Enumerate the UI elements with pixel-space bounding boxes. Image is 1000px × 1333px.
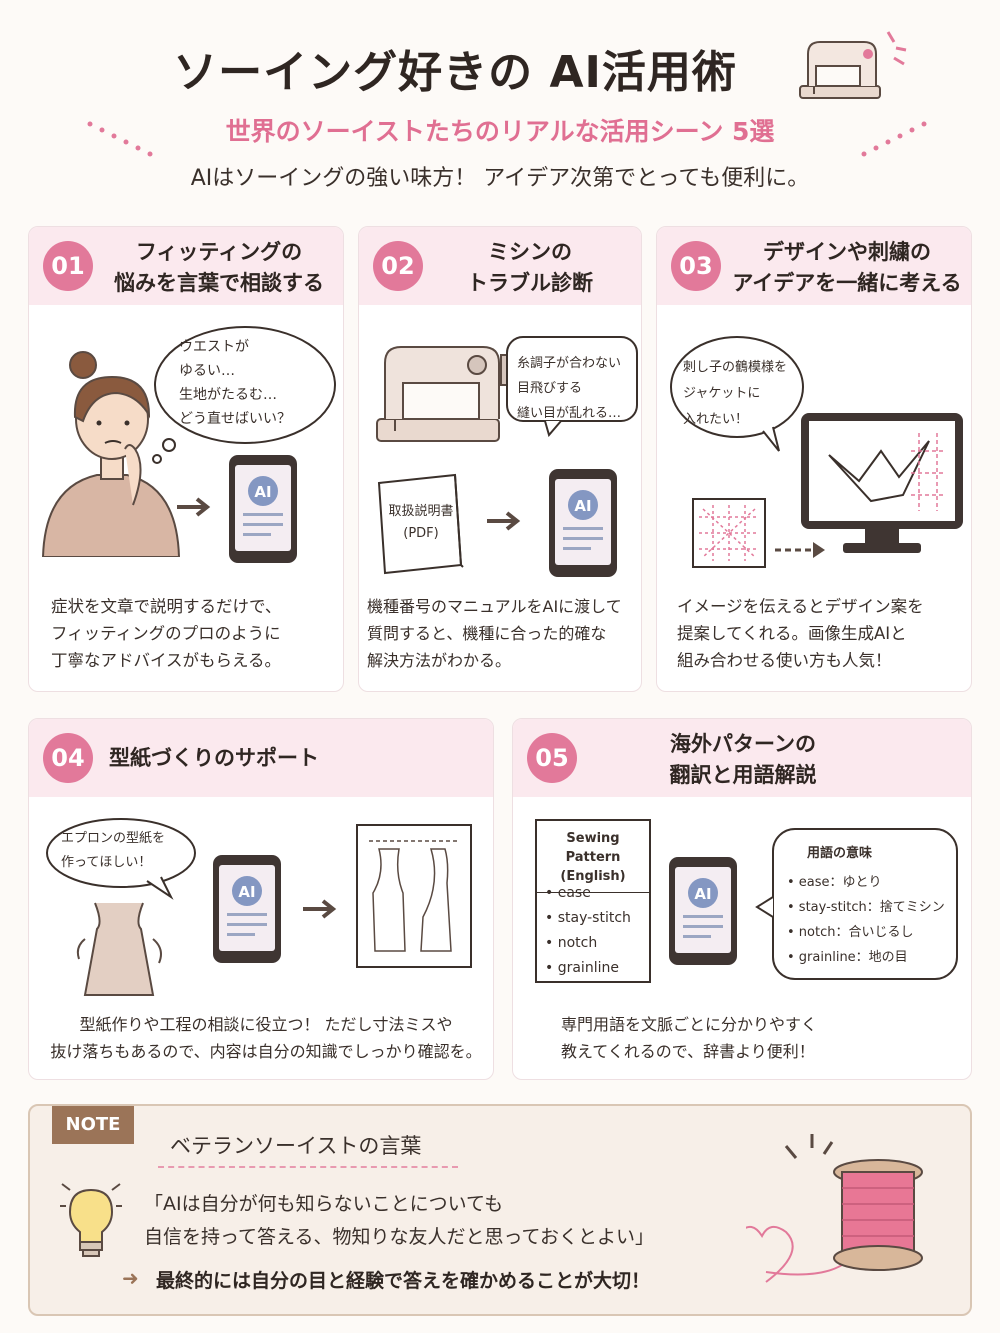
woman-thinking-icon: [41, 351, 181, 557]
subtitle: 世界のソーイストたちのリアルな活用シーン 5選: [225, 117, 775, 146]
svg-text:AI: AI: [238, 883, 255, 901]
card-header: 03 デザインや刺繍のアイデアを一緒に考える: [657, 227, 971, 305]
speech-bubble: [506, 336, 638, 437]
card-description: 症状を文章で説明するだけで、フィッティングのプロのように丁寧なアドバイスがもらえ…: [51, 597, 282, 670]
bubble-text: 糸調子が合わない目飛びする縫い目が乱れる…: [517, 356, 622, 421]
speech-bubble: [46, 818, 196, 900]
term-meanings: 用語の意味 • ease：ゆとり• stay-stitch：捨てミシン• not…: [787, 846, 945, 965]
card-02: 02 ミシンのトラブル診断 糸調子が合わない目飛びする縫い目が乱れる… 取扱説明…: [358, 226, 642, 692]
bubble-text: 刺し子の鶴模様をジャケットに入れたい！: [683, 360, 788, 427]
card-description: イメージを伝えるとデザイン案を提案してくれる。画像生成AIと組み合わせる使い方も…: [677, 597, 924, 670]
note-tag: NOTE: [52, 1106, 134, 1144]
speech-bubble: [152, 326, 336, 464]
svg-text:AI: AI: [574, 497, 591, 515]
sewing-machine-icon: [376, 346, 510, 442]
smartphone-ai-icon: AI: [229, 455, 297, 563]
bubble-text: エプロンの型紙を作ってほしい！: [61, 831, 166, 870]
card-title: ミシンのトラブル診断: [467, 240, 593, 295]
card-number: 04: [43, 733, 93, 783]
note-heading: ベテランソーイストの言葉: [170, 1134, 422, 1158]
arrow-right-icon: [177, 497, 211, 517]
decor-dots-right: [861, 121, 927, 157]
card-number: 02: [373, 241, 423, 291]
lead-text: AIはソーイングの強い味方！ アイデア次第でとっても便利に。: [190, 166, 810, 191]
card-title: 型紙づくりのサポート: [109, 746, 319, 770]
card-header: 05 海外パターンの翻訳と用語解説: [513, 719, 971, 797]
card-05: 05 海外パターンの翻訳と用語解説 Sewing Pattern(English…: [512, 718, 972, 1080]
thread-spool-icon: [746, 1134, 923, 1283]
manual-book-icon: [377, 473, 464, 575]
speech-bubble: [670, 336, 804, 452]
pattern-sheet-title: Sewing Pattern(English): [537, 829, 649, 893]
card-03: 03 デザインや刺繍のアイデアを一緒に考える 刺し子の鶴模様をジャケットに入れた…: [656, 226, 972, 692]
svg-text:AI: AI: [694, 885, 711, 903]
note-box: NOTE ベテランソーイストの言葉 「AIは自分が何も知らないことについても自信…: [28, 1104, 972, 1316]
apron-icon: [76, 902, 162, 996]
speech-bubble: [755, 828, 958, 980]
pattern-terms: • ease• stay-stitch• notch• grainline: [545, 885, 631, 976]
card-04: 04 型紙づくりのサポート エプロンの型紙を作ってほしい！ AI 型紙作りや工程…: [28, 718, 494, 1080]
card-description: 機種番号のマニュアルをAIに渡して質問すると、機種に合った的確な解決方法がわかる…: [367, 597, 622, 670]
card-header: 02 ミシンのトラブル診断: [359, 227, 641, 305]
pattern-paper-icon: [356, 824, 472, 968]
dashed-arrow-icon: [775, 542, 825, 558]
card-01: 01 フィッティングの悩みを言葉で相談する ウエストがゆるい…生地がたるむ…どう…: [28, 226, 344, 692]
card-title: フィッティングの悩みを言葉で相談する: [114, 240, 324, 295]
arrow-right-icon: [487, 511, 521, 531]
note-divider: [158, 1166, 458, 1168]
decor-dots-left: [87, 121, 153, 157]
sewing-machine-icon: [799, 31, 907, 99]
card-header: 01 フィッティングの悩みを言葉で相談する: [29, 227, 343, 305]
arrow-right-icon: [303, 899, 337, 919]
card-description: 型紙作りや工程の相談に役立つ！ ただし寸法ミスや抜け落ちもあるので、内容は自分の…: [50, 1015, 482, 1061]
note-conclusion: 最終的には自分の目と経験で答えを確かめることが大切！: [156, 1270, 651, 1292]
card-number: 03: [671, 241, 721, 291]
monitor-crane-icon: [801, 413, 963, 553]
sashiko-pattern-icon: [692, 498, 766, 568]
card-number: 05: [527, 733, 577, 783]
note-quote: 「AIは自分が何も知らないことについても自信を持って答える、物知りな友人だと思っ…: [144, 1193, 654, 1248]
card-description: 専門用語を文脈ごとに分かりやすく教えてくれるので、辞書より便利！: [561, 1015, 818, 1061]
page-title: ソーイング好きの AI活用術: [173, 47, 737, 98]
smartphone-ai-icon: AI: [549, 469, 617, 577]
card-header: 04 型紙づくりのサポート: [29, 719, 493, 797]
card-number: 01: [43, 241, 93, 291]
card-title: 海外パターンの翻訳と用語解説: [669, 732, 817, 787]
smartphone-ai-icon: AI: [213, 855, 281, 963]
manual-label: 取扱説明書(PDF): [388, 504, 454, 541]
svg-text:AI: AI: [254, 483, 271, 501]
lightbulb-icon: [60, 1183, 122, 1257]
card-title: デザインや刺繍のアイデアを一緒に考える: [732, 240, 962, 295]
bubble-text: ウエストがゆるい…生地がたるむ…どう直せばいい？: [179, 339, 291, 427]
smartphone-ai-icon: AI: [669, 857, 737, 965]
pattern-sheet: Sewing Pattern(English) • ease• stay-sti…: [535, 819, 651, 983]
title-area: ソーイング好きの AI活用術: [0, 30, 1000, 110]
arrow-right-icon: ➜: [122, 1266, 139, 1290]
